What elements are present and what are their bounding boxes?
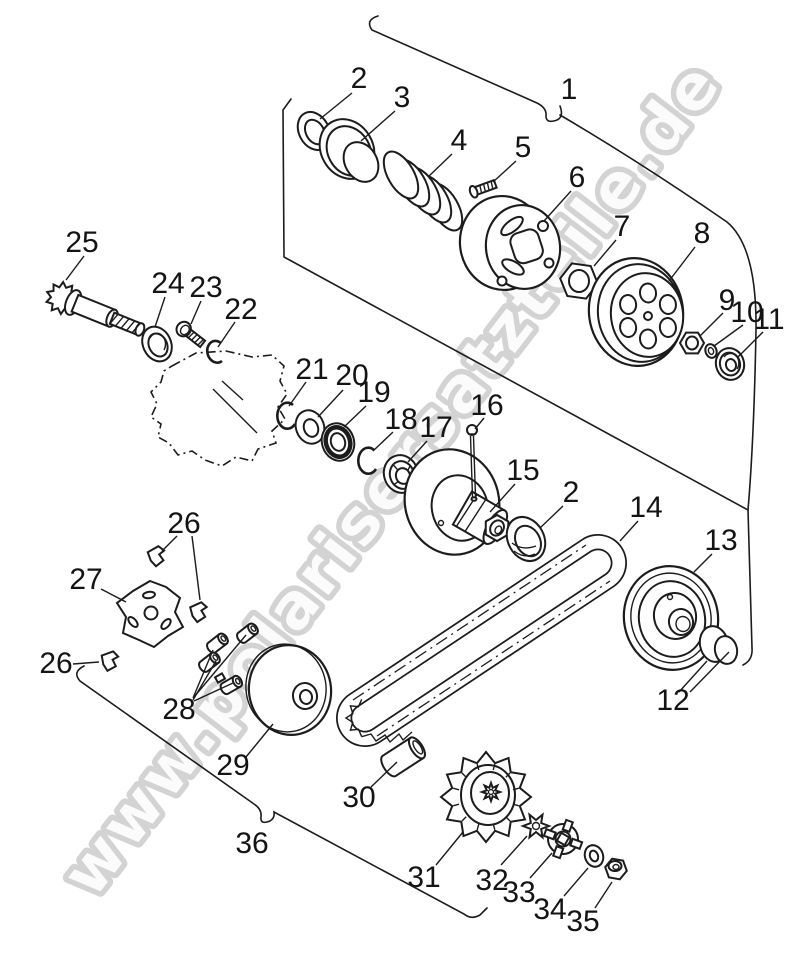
part-20-washer (294, 409, 326, 445)
leader-lines (65, 92, 764, 909)
callout-4: 4 (451, 124, 468, 157)
part-crankcase-cover (149, 350, 288, 467)
callout-23: 23 (189, 271, 222, 304)
callout-35: 35 (566, 905, 599, 938)
callout-25: 25 (65, 226, 98, 259)
callout-2-top: 2 (351, 62, 368, 95)
callout-17: 17 (419, 411, 452, 444)
part-5-screw (468, 178, 498, 199)
part-7-hex-nut (559, 262, 599, 300)
part-19-bearing (320, 422, 356, 462)
callout-33: 33 (502, 876, 535, 909)
part-4-spring (382, 150, 464, 232)
callout-29: 29 (216, 749, 249, 782)
part-9-nut (678, 331, 706, 355)
callout-24: 24 (151, 267, 184, 300)
part-18-circlip (357, 446, 378, 475)
part-26-slider-left (100, 649, 122, 673)
part-12-cap (698, 625, 739, 665)
callout-19: 19 (357, 376, 390, 409)
callout-36: 36 (235, 827, 268, 860)
callout-10: 10 (730, 296, 763, 329)
part-28-rollers (196, 620, 261, 697)
callout-11: 11 (753, 303, 784, 336)
part-2-seal-washer-mid (505, 516, 547, 562)
part-35-nut (604, 857, 628, 881)
part-23-bolt (175, 320, 207, 349)
callout-18: 18 (384, 403, 417, 436)
callout-20: 20 (335, 359, 368, 392)
callout-26-left: 26 (39, 647, 72, 680)
callout-5: 5 (515, 131, 532, 164)
assembly-36-bracket (76, 665, 488, 919)
part-6-clutch-assembly (458, 194, 562, 292)
callout-8: 8 (694, 217, 711, 250)
part-32-star-washer (520, 812, 552, 840)
part-10-washer (704, 343, 718, 359)
callout-16: 16 (470, 389, 503, 422)
callout-14: 14 (629, 491, 662, 524)
callout-3: 3 (394, 81, 411, 114)
assembly-1-border (282, 15, 757, 666)
callout-12: 12 (656, 684, 689, 717)
callout-30: 30 (342, 781, 375, 814)
callout-34: 34 (533, 893, 566, 926)
callout-27: 27 (69, 563, 102, 596)
callout-7: 7 (614, 210, 631, 243)
part-16-pin (466, 424, 478, 502)
part-29-variator-half (245, 643, 333, 736)
callout-2-mid: 2 (563, 476, 580, 509)
callout-21: 21 (295, 353, 328, 386)
callouts: 2 3 4 5 1 6 7 8 9 10 11 25 24 23 22 21 2… (39, 62, 784, 938)
part-11-bearing (714, 347, 746, 381)
callout-9: 9 (719, 284, 736, 317)
part-25-kickstart-shaft (44, 280, 146, 337)
part-27-ramp-plate (115, 579, 185, 649)
callout-22: 22 (224, 293, 257, 326)
part-34-washer (583, 844, 605, 868)
callout-28: 28 (162, 693, 195, 726)
callout-15: 15 (506, 454, 539, 487)
part-31-fan-pulley (439, 750, 533, 844)
part-3-spring-seat (318, 118, 380, 183)
callout-32: 32 (475, 864, 508, 897)
callout-31: 31 (407, 861, 440, 894)
callout-26-top: 26 (167, 507, 200, 540)
callout-1: 1 (561, 73, 578, 106)
part-14-belt (336, 534, 627, 747)
part-21-circlip (276, 401, 297, 430)
part-26-slider-right (188, 600, 211, 624)
callout-6: 6 (569, 161, 586, 194)
callout-13: 13 (704, 524, 737, 557)
part-15-driven-pulley (403, 448, 510, 556)
part-8-clutch-bell (587, 257, 685, 367)
part-33-ratchet-plate (542, 818, 584, 860)
part-24-oil-seal (141, 325, 173, 363)
part-13-pulley-half (622, 565, 720, 671)
part-22-clip (205, 339, 223, 364)
